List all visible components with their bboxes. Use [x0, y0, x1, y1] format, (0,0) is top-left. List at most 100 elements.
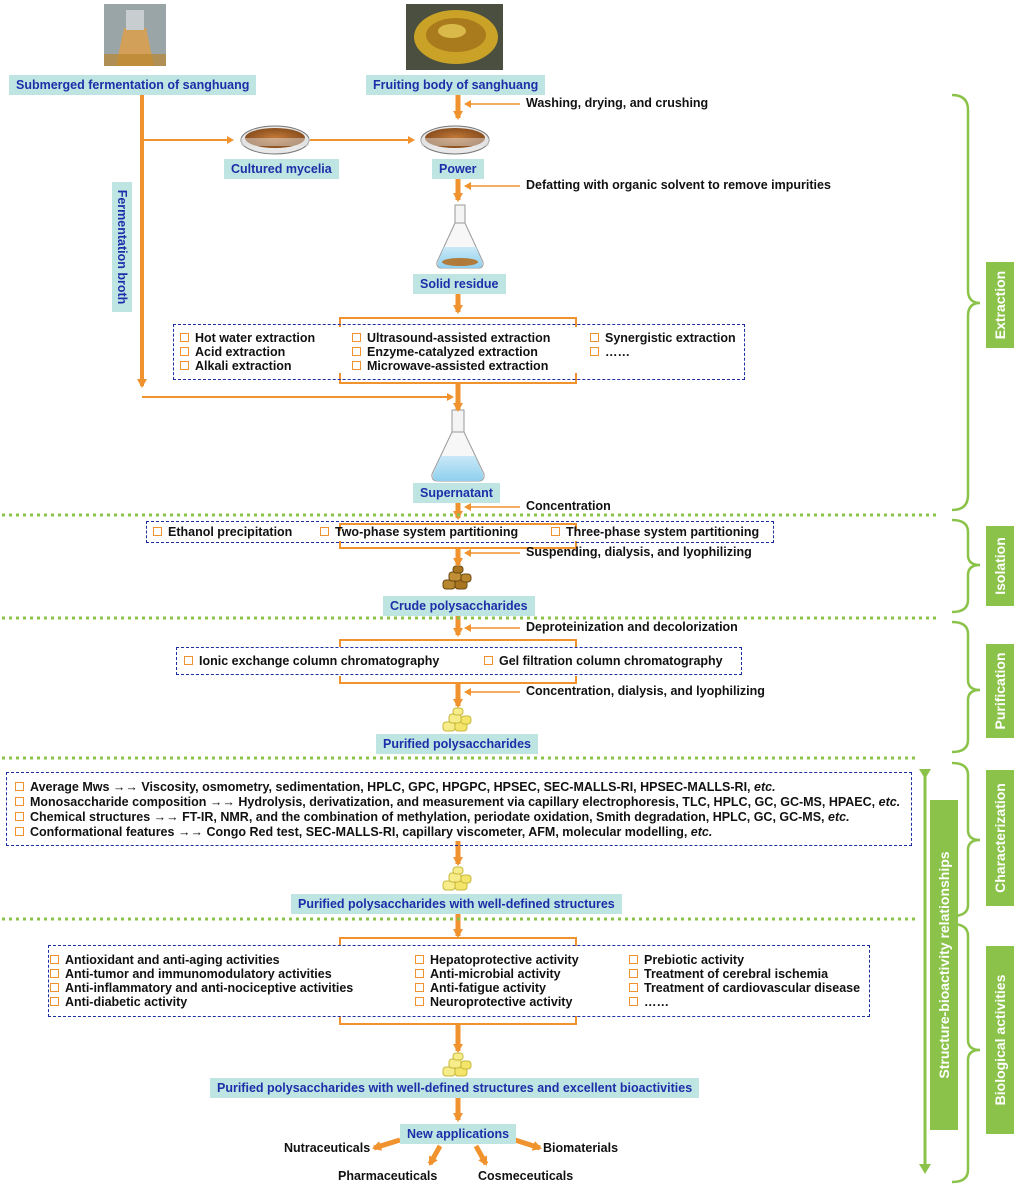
purified-polysaccharide-icon	[442, 707, 472, 732]
extraction-method-item: ……	[590, 345, 630, 360]
checkbox-square-icon	[50, 969, 59, 978]
purification-methods-box	[176, 647, 742, 675]
flow-arrows	[137, 93, 577, 1166]
step-suspending: Suspending, dialysis, and lyophilizing	[526, 545, 752, 559]
bioactivity-item: ……	[629, 995, 669, 1010]
checkbox-square-icon	[629, 997, 638, 1006]
bioactivity-item: Antioxidant and anti-aging activities	[50, 953, 280, 968]
solid-residue-label: Solid residue	[413, 274, 506, 294]
step-defatting: Defatting with organic solvent to remove…	[526, 178, 831, 192]
bioactivity-item: Anti-microbial activity	[415, 967, 561, 982]
section-separators	[2, 513, 940, 921]
application-pharmaceuticals: Pharmaceuticals	[338, 1169, 438, 1183]
excellent-polysaccharides-label: Purified polysaccharides with well-defin…	[210, 1078, 700, 1098]
checkbox-square-icon	[180, 333, 189, 342]
isolation-methods-box	[146, 521, 774, 543]
step-washing: Washing, drying, and crushing	[526, 96, 709, 110]
bioactivity-item: Treatment of cerebral ischemia	[629, 967, 828, 982]
extraction-method-item: Enzyme-catalyzed extraction	[352, 345, 538, 360]
bioactivities-box	[48, 945, 870, 1017]
checkbox-square-icon	[352, 361, 361, 370]
extraction-method-item: Ultrasound-assisted extraction	[352, 331, 550, 346]
checkbox-square-icon	[180, 361, 189, 370]
mycelia-label: Cultured mycelia	[224, 159, 339, 179]
structure-bioactivity-label: Structure-bioactivity relationships	[930, 800, 958, 1130]
power-dish-icon	[420, 125, 490, 155]
supernatant-label: Supernatant	[413, 483, 500, 503]
power-label: Power	[432, 159, 484, 179]
checkbox-square-icon	[15, 827, 24, 836]
characterization-item: Chemical structures →→ FT-IR, NMR, and t…	[15, 810, 850, 825]
fermentation-label: Submerged fermentation of sanghuang	[9, 75, 257, 95]
checkbox-square-icon	[629, 983, 638, 992]
fruiting-body-photo	[406, 4, 503, 70]
extraction-method-item: Acid extraction	[180, 345, 285, 360]
bioactivity-item: Treatment of cardiovascular disease	[629, 981, 860, 996]
checkbox-square-icon	[15, 782, 24, 791]
bioactivity-item: Anti-fatigue activity	[415, 981, 546, 996]
bioactivity-item: Neuroprotective activity	[415, 995, 572, 1010]
checkbox-square-icon	[590, 333, 599, 342]
new-applications-label: New applications	[400, 1124, 517, 1144]
purification-method-item: Gel filtration column chromatography	[484, 654, 723, 669]
fruiting-body-label: Fruiting body of sanghuang	[366, 75, 546, 95]
supernatant-flask-icon	[431, 409, 485, 482]
checkbox-square-icon	[15, 812, 24, 821]
crude-polysaccharides-label: Crude polysaccharides	[383, 596, 535, 616]
checkbox-square-icon	[590, 347, 599, 356]
characterization-item: Monosaccharide composition →→ Hydrolysis…	[15, 795, 900, 810]
checkbox-square-icon	[15, 797, 24, 806]
checkbox-square-icon	[50, 983, 59, 992]
well-defined-polysaccharides-label: Purified polysaccharides with well-defin…	[291, 894, 622, 914]
double-arrow-icon: →→	[153, 810, 179, 824]
checkbox-square-icon	[415, 955, 424, 964]
checkbox-square-icon	[352, 333, 361, 342]
extraction-method-item: Hot water extraction	[180, 331, 315, 346]
double-arrow-icon: →→	[112, 780, 138, 794]
double-arrow-icon: →→	[177, 825, 203, 839]
extraction-methods-box	[173, 324, 745, 380]
characterization-box	[6, 772, 912, 846]
bioactivity-item: Anti-inflammatory and anti-nociceptive a…	[50, 981, 353, 996]
extraction-method-item: Synergistic extraction	[590, 331, 736, 346]
section-purification: Purification	[986, 644, 1014, 738]
checkbox-square-icon	[50, 997, 59, 1006]
isolation-method-item: Two-phase system partitioning	[320, 525, 518, 540]
isolation-method-item: Ethanol precipitation	[153, 525, 292, 540]
section-biological-activities: Biological activities	[986, 946, 1014, 1134]
characterization-item: Conformational features →→ Congo Red tes…	[15, 825, 712, 840]
application-biomaterials: Biomaterials	[543, 1141, 619, 1155]
mycelia-dish-icon	[240, 125, 310, 155]
section-isolation: Isolation	[986, 526, 1014, 606]
well-defined-polysaccharide-icon	[442, 866, 472, 891]
checkbox-square-icon	[415, 969, 424, 978]
section-characterization: Characterization	[986, 770, 1014, 906]
checkbox-square-icon	[415, 997, 424, 1006]
checkbox-square-icon	[551, 527, 560, 536]
bioactive-polysaccharide-icon	[442, 1052, 472, 1077]
checkbox-square-icon	[629, 955, 638, 964]
fermentation-broth-label: Fermentation broth	[112, 182, 132, 312]
section-braces	[951, 93, 981, 1184]
extraction-method-item: Microwave-assisted extraction	[352, 359, 548, 374]
fermentation-flask-photo	[104, 4, 166, 66]
step-deproteinization: Deproteinization and decolorization	[526, 620, 738, 634]
checkbox-square-icon	[153, 527, 162, 536]
bioactivity-item: Anti-diabetic activity	[50, 995, 187, 1010]
isolation-method-item: Three-phase system partitioning	[551, 525, 759, 540]
section-extraction: Extraction	[986, 262, 1014, 348]
application-nutraceuticals: Nutraceuticals	[284, 1141, 371, 1155]
checkbox-square-icon	[352, 347, 361, 356]
bioactivity-item: Hepatoprotective activity	[415, 953, 579, 968]
checkbox-square-icon	[320, 527, 329, 536]
bioactivity-item: Prebiotic activity	[629, 953, 744, 968]
crude-polysaccharide-icon	[442, 565, 472, 590]
bioactivity-item: Anti-tumor and immunomodulatory activiti…	[50, 967, 332, 982]
checkbox-square-icon	[180, 347, 189, 356]
checkbox-square-icon	[184, 656, 193, 665]
double-arrow-icon: →→	[209, 795, 235, 809]
characterization-item: Average Mws →→ Viscosity, osmometry, sed…	[15, 780, 776, 795]
residue-flask-icon	[436, 204, 484, 269]
purified-polysaccharides-label: Purified polysaccharides	[376, 734, 538, 754]
